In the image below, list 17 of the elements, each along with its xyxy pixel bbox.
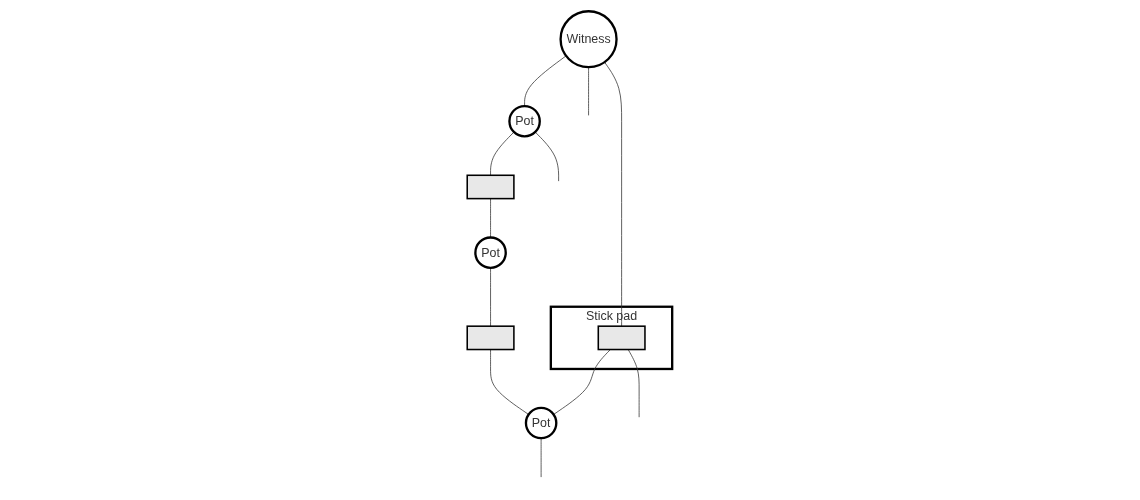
node-circle: Witness (559, 10, 618, 69)
connector (490, 267, 492, 327)
node-box (466, 325, 515, 351)
connector (541, 437, 542, 478)
node-circle: Pot (474, 236, 508, 269)
connector (628, 349, 640, 418)
connector (490, 131, 515, 176)
connector (553, 349, 612, 415)
node-box (597, 325, 647, 351)
node-box (466, 174, 515, 200)
connector (524, 55, 567, 107)
connector (490, 349, 530, 415)
node-circle: Pot (508, 104, 542, 138)
connector (535, 131, 560, 182)
connector (490, 198, 492, 238)
node-circle: Pot (525, 406, 558, 440)
connector (604, 61, 623, 327)
